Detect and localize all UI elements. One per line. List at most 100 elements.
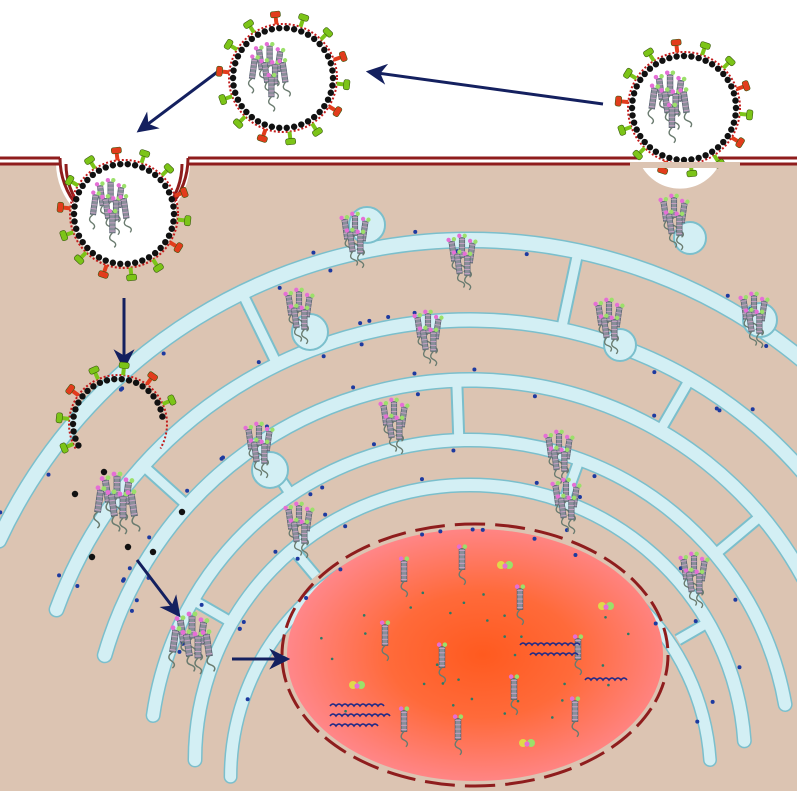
glycoprotein-spike: [730, 135, 745, 149]
ribosome: [653, 621, 658, 626]
ribosome: [733, 597, 738, 602]
nucleoplasm-particle: [449, 611, 452, 615]
ribosome: [438, 529, 443, 534]
glycoprotein-spike: [56, 201, 71, 213]
cytoplasmic-rnp-cluster: [658, 193, 690, 251]
rnp-segment-icon: [423, 309, 433, 349]
ribosome: [358, 321, 363, 326]
nuclear-envelope-segment: [352, 755, 380, 770]
ribosome: [652, 413, 657, 418]
cytoplasmic-rnp-cluster: [339, 211, 371, 269]
ribosome: [737, 665, 742, 670]
nuclear-envelope-segment: [662, 627, 670, 649]
ribosome: [524, 252, 529, 257]
ribosome: [147, 535, 152, 540]
rnp-segment-icon: [100, 194, 114, 233]
ribosome: [412, 371, 417, 376]
ribosome: [295, 556, 300, 561]
cytoplasmic-rnp-cluster: [412, 309, 444, 367]
rnp-segment-icon: [93, 485, 107, 529]
rnp-segment-icon: [566, 495, 577, 535]
nuclear-envelope-segment: [324, 736, 347, 754]
rnp-segment-icon: [555, 493, 570, 532]
nucleoplasm-particle: [486, 619, 489, 622]
nuclear-envelope: [280, 522, 670, 788]
glycoprotein-spike: [110, 146, 122, 161]
ribosome: [577, 495, 582, 500]
nucleoplasm-particle: [435, 663, 439, 667]
nuclear-envelope-segment: [284, 607, 297, 629]
glycoprotein-spike: [643, 47, 656, 62]
nucleoplasm-particle: [513, 653, 517, 657]
rna-genome-segments-icon: [647, 70, 693, 144]
capsid-fragment: [178, 508, 186, 516]
rnp-segment-icon: [514, 584, 526, 626]
nuclear-envelope-segment: [297, 582, 315, 603]
pathway-arrows: [113, 63, 604, 670]
ribosome: [693, 619, 698, 624]
rnp-segment-icon: [572, 634, 584, 676]
rnp-segment-icon: [247, 54, 260, 94]
ribosome: [412, 310, 417, 315]
capsid-fragment: [124, 543, 132, 551]
nuclear-envelope-segment: [603, 556, 626, 574]
nuclear-envelope-segment: [464, 783, 496, 788]
ribosome: [199, 602, 204, 607]
nuclear-envelope-segment: [610, 730, 633, 749]
mrna-strand: [329, 723, 379, 728]
ribosome: [256, 360, 261, 365]
ribosome: [419, 477, 424, 482]
ribosome: [0, 510, 3, 515]
nucleoplasm-particle: [561, 699, 564, 702]
ribosome: [338, 567, 343, 572]
er-cisterna: [98, 373, 797, 662]
er-connector: [712, 512, 764, 558]
nucleoplasm-particle: [330, 657, 334, 661]
glycoprotein-spike: [97, 264, 109, 279]
glycoprotein-spike: [126, 267, 138, 282]
mrna-strand: [584, 677, 628, 682]
rnp-segment-icon: [428, 327, 439, 367]
ribosome: [75, 583, 80, 588]
polymerase-complex-icon: [598, 602, 614, 610]
polymerase-complex-icon: [349, 681, 365, 689]
cytoplasmic-rnp-cluster: [550, 477, 582, 535]
rnp-segment-icon: [248, 437, 263, 476]
rnp-segment-icon: [288, 303, 303, 342]
er-connector: [238, 290, 282, 367]
ribosome: [134, 598, 139, 603]
ribosome: [185, 488, 190, 493]
nucleoplasm-particle: [563, 682, 566, 686]
rnp-segment-icon: [355, 229, 366, 269]
nucleoplasm-particle: [462, 601, 466, 605]
nuclear-envelope-segment: [650, 600, 663, 622]
nuclear-envelope-segment: [630, 576, 649, 597]
nuclear-contents: [320, 544, 630, 756]
ribosome: [245, 697, 250, 702]
glycoprotein-spike: [151, 258, 164, 273]
ribosome: [328, 268, 333, 273]
rnp-segment-icon: [344, 227, 359, 266]
glycoprotein-spike: [84, 155, 97, 170]
cytoplasmic-rnp-cluster: [283, 287, 315, 345]
ribosome: [308, 492, 313, 497]
endocytosed-virion: [56, 146, 192, 282]
transport-vesicle-icon: [251, 451, 289, 489]
ribosome: [273, 549, 278, 554]
glycoprotein-spike: [623, 67, 638, 81]
glycoprotein-spike: [177, 215, 192, 227]
nucleus: [280, 522, 670, 788]
ribosome: [472, 367, 477, 372]
glycoprotein-spike: [161, 394, 177, 406]
rnp-segment-icon: [663, 209, 678, 248]
rnp-segment-icon: [462, 251, 473, 291]
mrna-strand: [529, 652, 579, 657]
rnp-segment-icon: [88, 190, 101, 230]
ribosome: [237, 626, 242, 631]
ribosome: [321, 354, 326, 359]
rna-genome-segments-icon: [88, 177, 132, 248]
nucleoplasm-particle: [364, 632, 367, 635]
rnp-segment-icon: [125, 489, 141, 532]
ribosome: [121, 578, 126, 583]
nuclear-envelope-segment: [635, 707, 653, 728]
